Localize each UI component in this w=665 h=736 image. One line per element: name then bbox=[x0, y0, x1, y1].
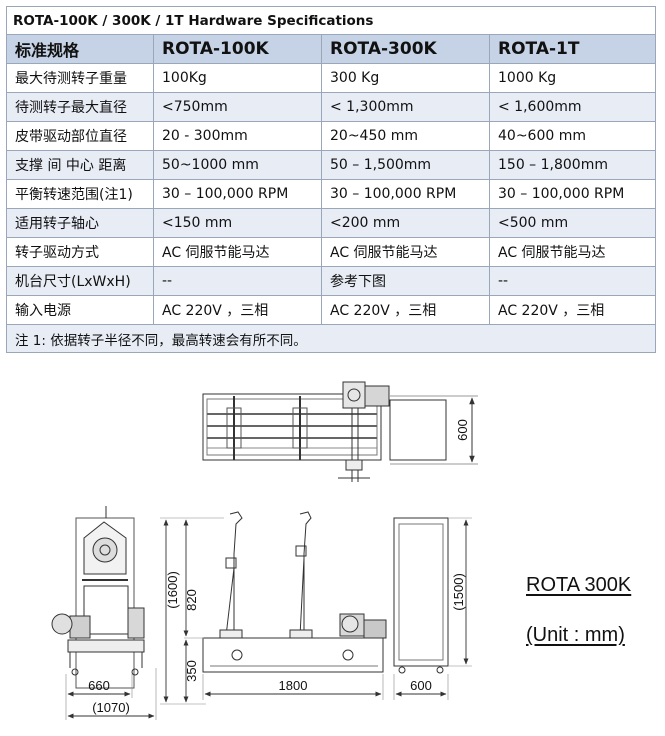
row-label: 最大待测转子重量 bbox=[6, 63, 154, 93]
machine-drawing: 600 (1600) 820 350 660 (1070) 1800 600 (… bbox=[51, 381, 478, 720]
table-note: 注 1: 依据转子半径不同，最高转速会有所不同。 bbox=[6, 324, 656, 353]
header-spec: 标准规格 bbox=[6, 34, 154, 64]
dim-width-1800: 1800 bbox=[279, 678, 308, 693]
table-row: 输入电源 AC 220V ，三相 AC 220V ，三相 AC 220V ，三相 bbox=[6, 295, 656, 325]
cell: AC 伺服节能马达 bbox=[489, 237, 656, 267]
cell: 30 – 100,000 RPM bbox=[153, 179, 322, 209]
cell: <500 mm bbox=[489, 208, 656, 238]
cell: -- bbox=[153, 266, 322, 296]
header-rota-100k: ROTA-100K bbox=[153, 34, 322, 64]
cell: <750mm bbox=[153, 92, 322, 122]
dim-width-660: 660 bbox=[88, 678, 110, 693]
row-label: 平衡转速范围(注1) bbox=[6, 179, 154, 209]
row-label: 适用转子轴心 bbox=[6, 208, 154, 238]
dimension-lines bbox=[65, 517, 472, 720]
cell: < 1,300mm bbox=[321, 92, 490, 122]
top-view bbox=[202, 381, 478, 482]
cell: 50 – 1,500mm bbox=[321, 150, 490, 180]
cell: <200 mm bbox=[321, 208, 490, 238]
cabinet-view bbox=[393, 517, 449, 674]
header-rota-1t: ROTA-1T bbox=[489, 34, 656, 64]
dim-height-1600: (1600) bbox=[165, 571, 180, 609]
row-label: 机台尺寸(LxWxH) bbox=[6, 266, 154, 296]
row-label: 转子驱动方式 bbox=[6, 237, 154, 267]
unit-caption: (Unit : mm) bbox=[526, 624, 625, 646]
cell: 150 – 1,800mm bbox=[489, 150, 656, 180]
cell: AC 伺服节能马达 bbox=[153, 237, 322, 267]
side-view bbox=[202, 511, 387, 673]
cell: 30 – 100,000 RPM bbox=[321, 179, 490, 209]
cell: 参考下图 bbox=[321, 266, 490, 296]
row-label: 输入电源 bbox=[6, 295, 154, 325]
dim-height-1500: (1500) bbox=[451, 573, 466, 611]
cell: AC 伺服节能马达 bbox=[321, 237, 490, 267]
cell: 20 - 300mm bbox=[153, 121, 322, 151]
table-row: 皮带驱动部位直径 20 - 300mm 20~450 mm 40~600 mm bbox=[6, 121, 656, 151]
front-view bbox=[51, 506, 145, 689]
cell: -- bbox=[489, 266, 656, 296]
table-row: 机台尺寸(LxWxH) -- 参考下图 -- bbox=[6, 266, 656, 296]
table-row: 支撑 间 中心 距离 50~1000 mm 50 – 1,500mm 150 –… bbox=[6, 150, 656, 180]
cell: 40~600 mm bbox=[489, 121, 656, 151]
table-row: 适用转子轴心 <150 mm <200 mm <500 mm bbox=[6, 208, 656, 238]
cell: <150 mm bbox=[153, 208, 322, 238]
cell: AC 220V ，三相 bbox=[153, 295, 322, 325]
table-row: 转子驱动方式 AC 伺服节能马达 AC 伺服节能马达 AC 伺服节能马达 bbox=[6, 237, 656, 267]
model-caption: ROTA 300K bbox=[526, 574, 632, 596]
header-rota-300k: ROTA-300K bbox=[321, 34, 490, 64]
table-row: 最大待测转子重量 100Kg 300 Kg 1000 Kg bbox=[6, 63, 656, 93]
cell: 50~1000 mm bbox=[153, 150, 322, 180]
dim-top-width: 600 bbox=[455, 419, 470, 441]
table-title: ROTA-100K / 300K / 1T Hardware Specifica… bbox=[6, 6, 656, 35]
row-label: 支撑 间 中心 距离 bbox=[6, 150, 154, 180]
table-row: 待测转子最大直径 <750mm < 1,300mm < 1,600mm bbox=[6, 92, 656, 122]
dim-width-1070: (1070) bbox=[92, 700, 130, 715]
cell: AC 220V ，三相 bbox=[321, 295, 490, 325]
row-label: 待测转子最大直径 bbox=[6, 92, 154, 122]
dim-height-350: 350 bbox=[184, 660, 199, 682]
row-label: 皮带驱动部位直径 bbox=[6, 121, 154, 151]
cell: 30 – 100,000 RPM bbox=[489, 179, 656, 209]
cell: 1000 Kg bbox=[489, 63, 656, 93]
dim-height-820: 820 bbox=[184, 589, 199, 611]
cell: 20~450 mm bbox=[321, 121, 490, 151]
spec-table: ROTA-100K / 300K / 1T Hardware Specifica… bbox=[6, 6, 656, 353]
cell: < 1,600mm bbox=[489, 92, 656, 122]
dim-width-600: 600 bbox=[410, 678, 432, 693]
cell: 300 Kg bbox=[321, 63, 490, 93]
cell: AC 220V ，三相 bbox=[489, 295, 656, 325]
table-row: 平衡转速范围(注1) 30 – 100,000 RPM 30 – 100,000… bbox=[6, 179, 656, 209]
cell: 100Kg bbox=[153, 63, 322, 93]
